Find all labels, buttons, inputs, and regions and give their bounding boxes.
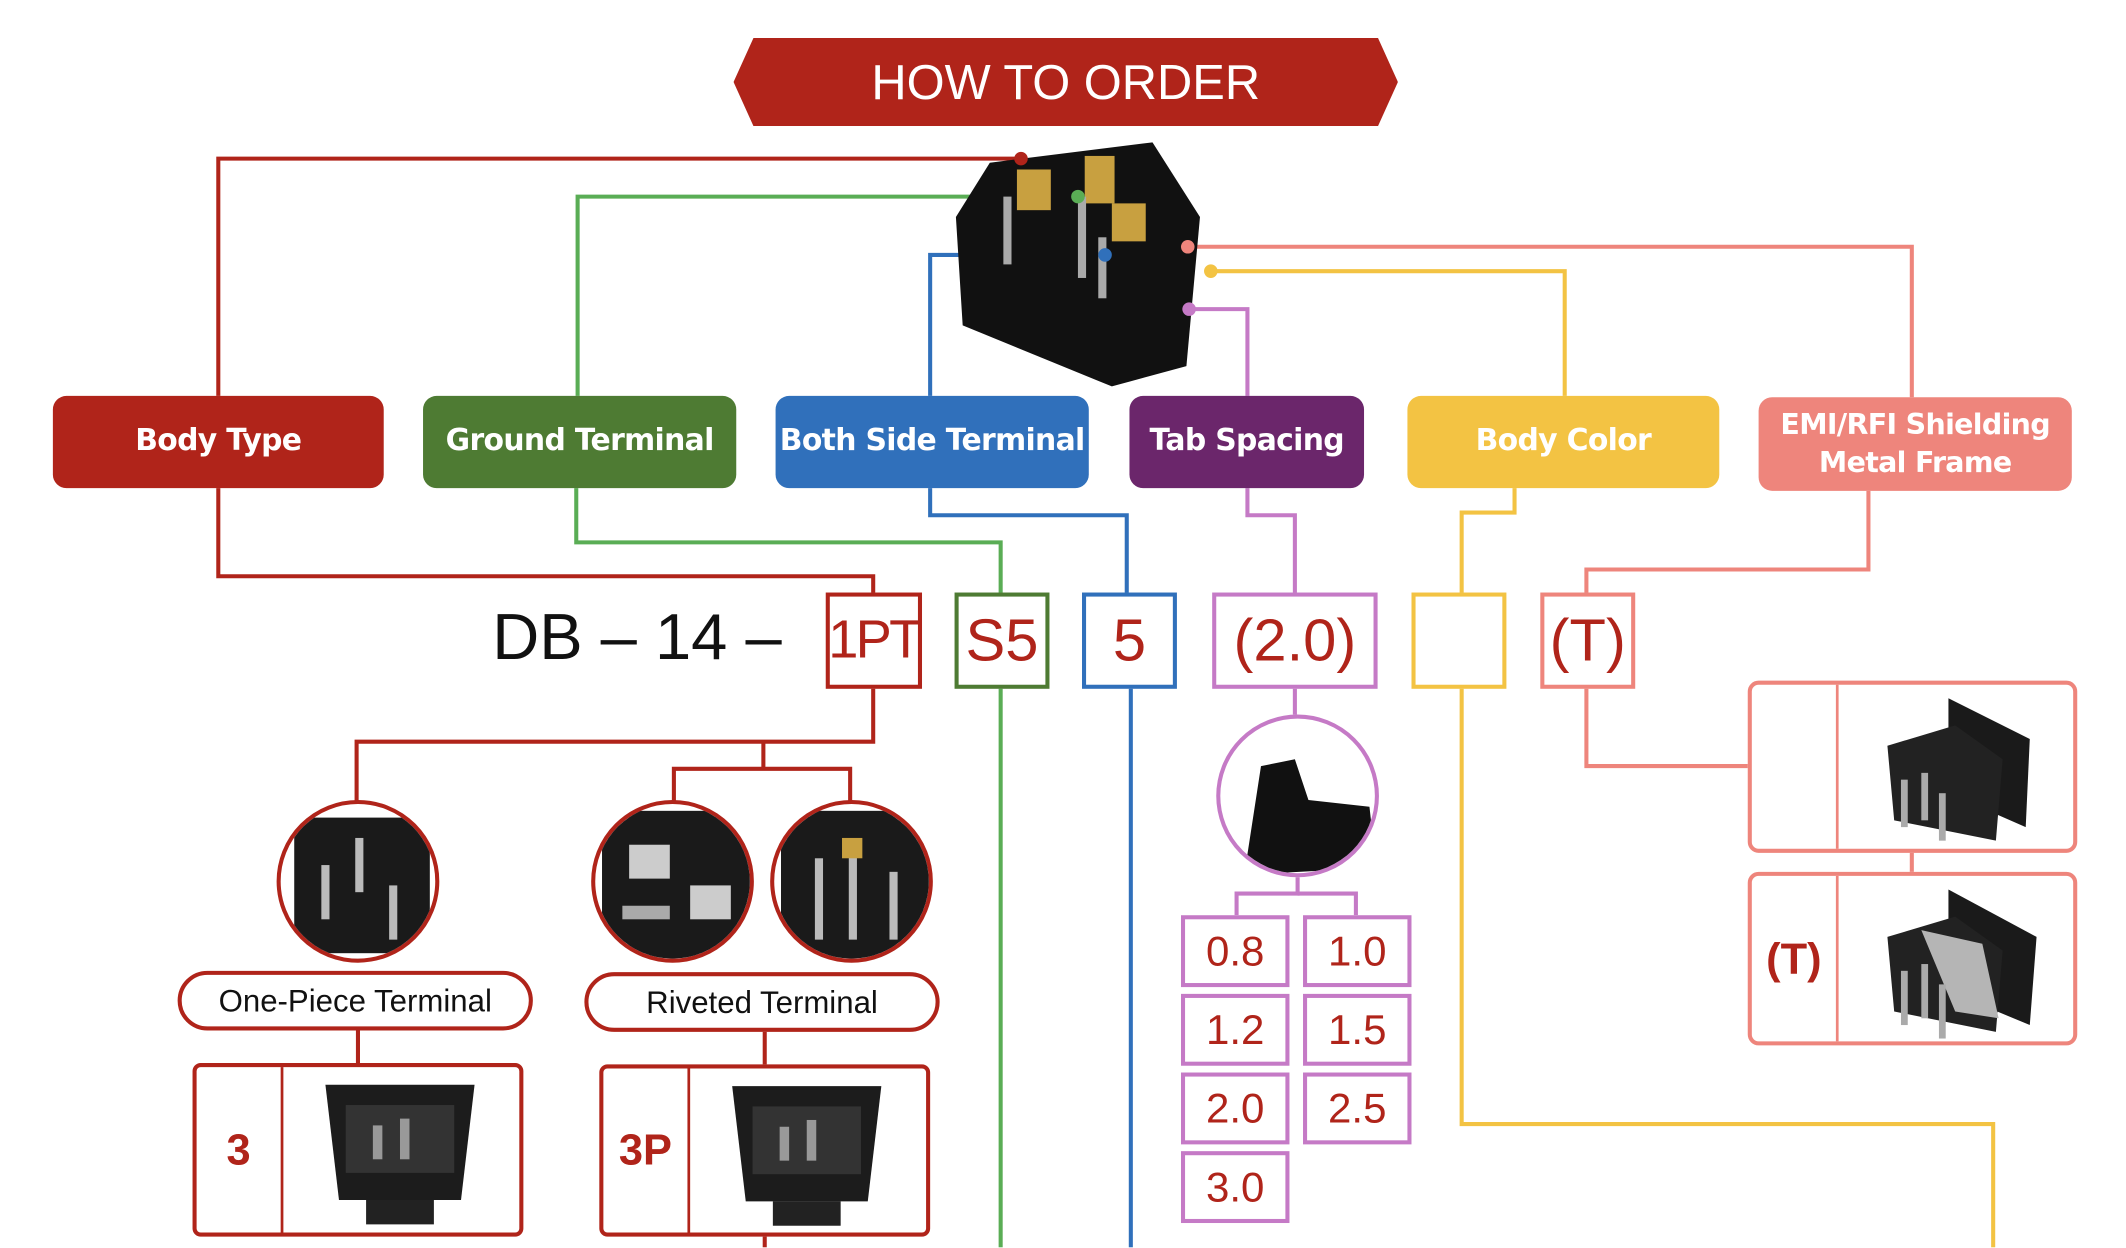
category-tab-spacing: Tab Spacing bbox=[1129, 395, 1365, 489]
option-code: 3P bbox=[603, 1068, 691, 1233]
tab-option: 1.2 bbox=[1180, 993, 1290, 1066]
emi-line-2: Metal Frame bbox=[1818, 445, 2012, 478]
riveted-terminal-photo-2 bbox=[770, 799, 933, 963]
code-prefix: DB – 14 – bbox=[492, 602, 782, 674]
tab-option: 1.0 bbox=[1303, 915, 1412, 988]
code-body-color bbox=[1411, 592, 1507, 689]
tab-spacing-photo bbox=[1216, 714, 1379, 878]
category-ground-terminal: Ground Terminal bbox=[423, 395, 737, 489]
category-body-type: Body Type bbox=[52, 395, 384, 489]
riveted-terminal-photo-1 bbox=[591, 799, 754, 963]
one-piece-terminal-photo bbox=[276, 799, 440, 963]
option-code bbox=[1752, 684, 1839, 849]
code-emi: (T) bbox=[1540, 592, 1636, 689]
tab-option: 3.0 bbox=[1180, 1151, 1290, 1224]
connector-photo bbox=[1887, 698, 2030, 841]
connector-photo bbox=[732, 1086, 882, 1226]
category-emi-shielding: EMI/RFI Shielding Metal Frame bbox=[1758, 397, 2072, 491]
option-one-piece: 3 bbox=[192, 1063, 524, 1237]
option-code: 3 bbox=[197, 1067, 284, 1233]
emi-option-t: (T) bbox=[1747, 871, 2078, 1046]
tab-option: 2.5 bbox=[1303, 1072, 1412, 1145]
emi-option-none bbox=[1747, 680, 2078, 853]
category-body-color: Body Color bbox=[1407, 395, 1720, 489]
option-riveted: 3P bbox=[599, 1064, 931, 1237]
tab-option: 1.5 bbox=[1303, 993, 1412, 1066]
riveted-terminal-label: Riveted Terminal bbox=[584, 972, 940, 1032]
code-body-type: 1PT bbox=[825, 592, 922, 689]
option-code: (T) bbox=[1752, 875, 1839, 1042]
code-both-side: 5 bbox=[1082, 592, 1177, 689]
product-photo bbox=[955, 142, 1218, 387]
one-piece-terminal-label: One-Piece Terminal bbox=[177, 970, 533, 1031]
connector-photo bbox=[1887, 889, 2037, 1039]
tab-option: 2.0 bbox=[1180, 1072, 1290, 1145]
connector-photo bbox=[325, 1084, 475, 1225]
code-tab-spacing: (2.0) bbox=[1212, 592, 1378, 689]
category-both-side-terminal: Both Side Terminal bbox=[775, 395, 1089, 489]
code-ground: S5 bbox=[954, 592, 1050, 689]
emi-line-1: EMI/RFI Shielding bbox=[1780, 408, 2050, 441]
tab-option: 0.8 bbox=[1180, 915, 1290, 988]
how-to-order-banner: HOW TO ORDER bbox=[733, 37, 1398, 127]
